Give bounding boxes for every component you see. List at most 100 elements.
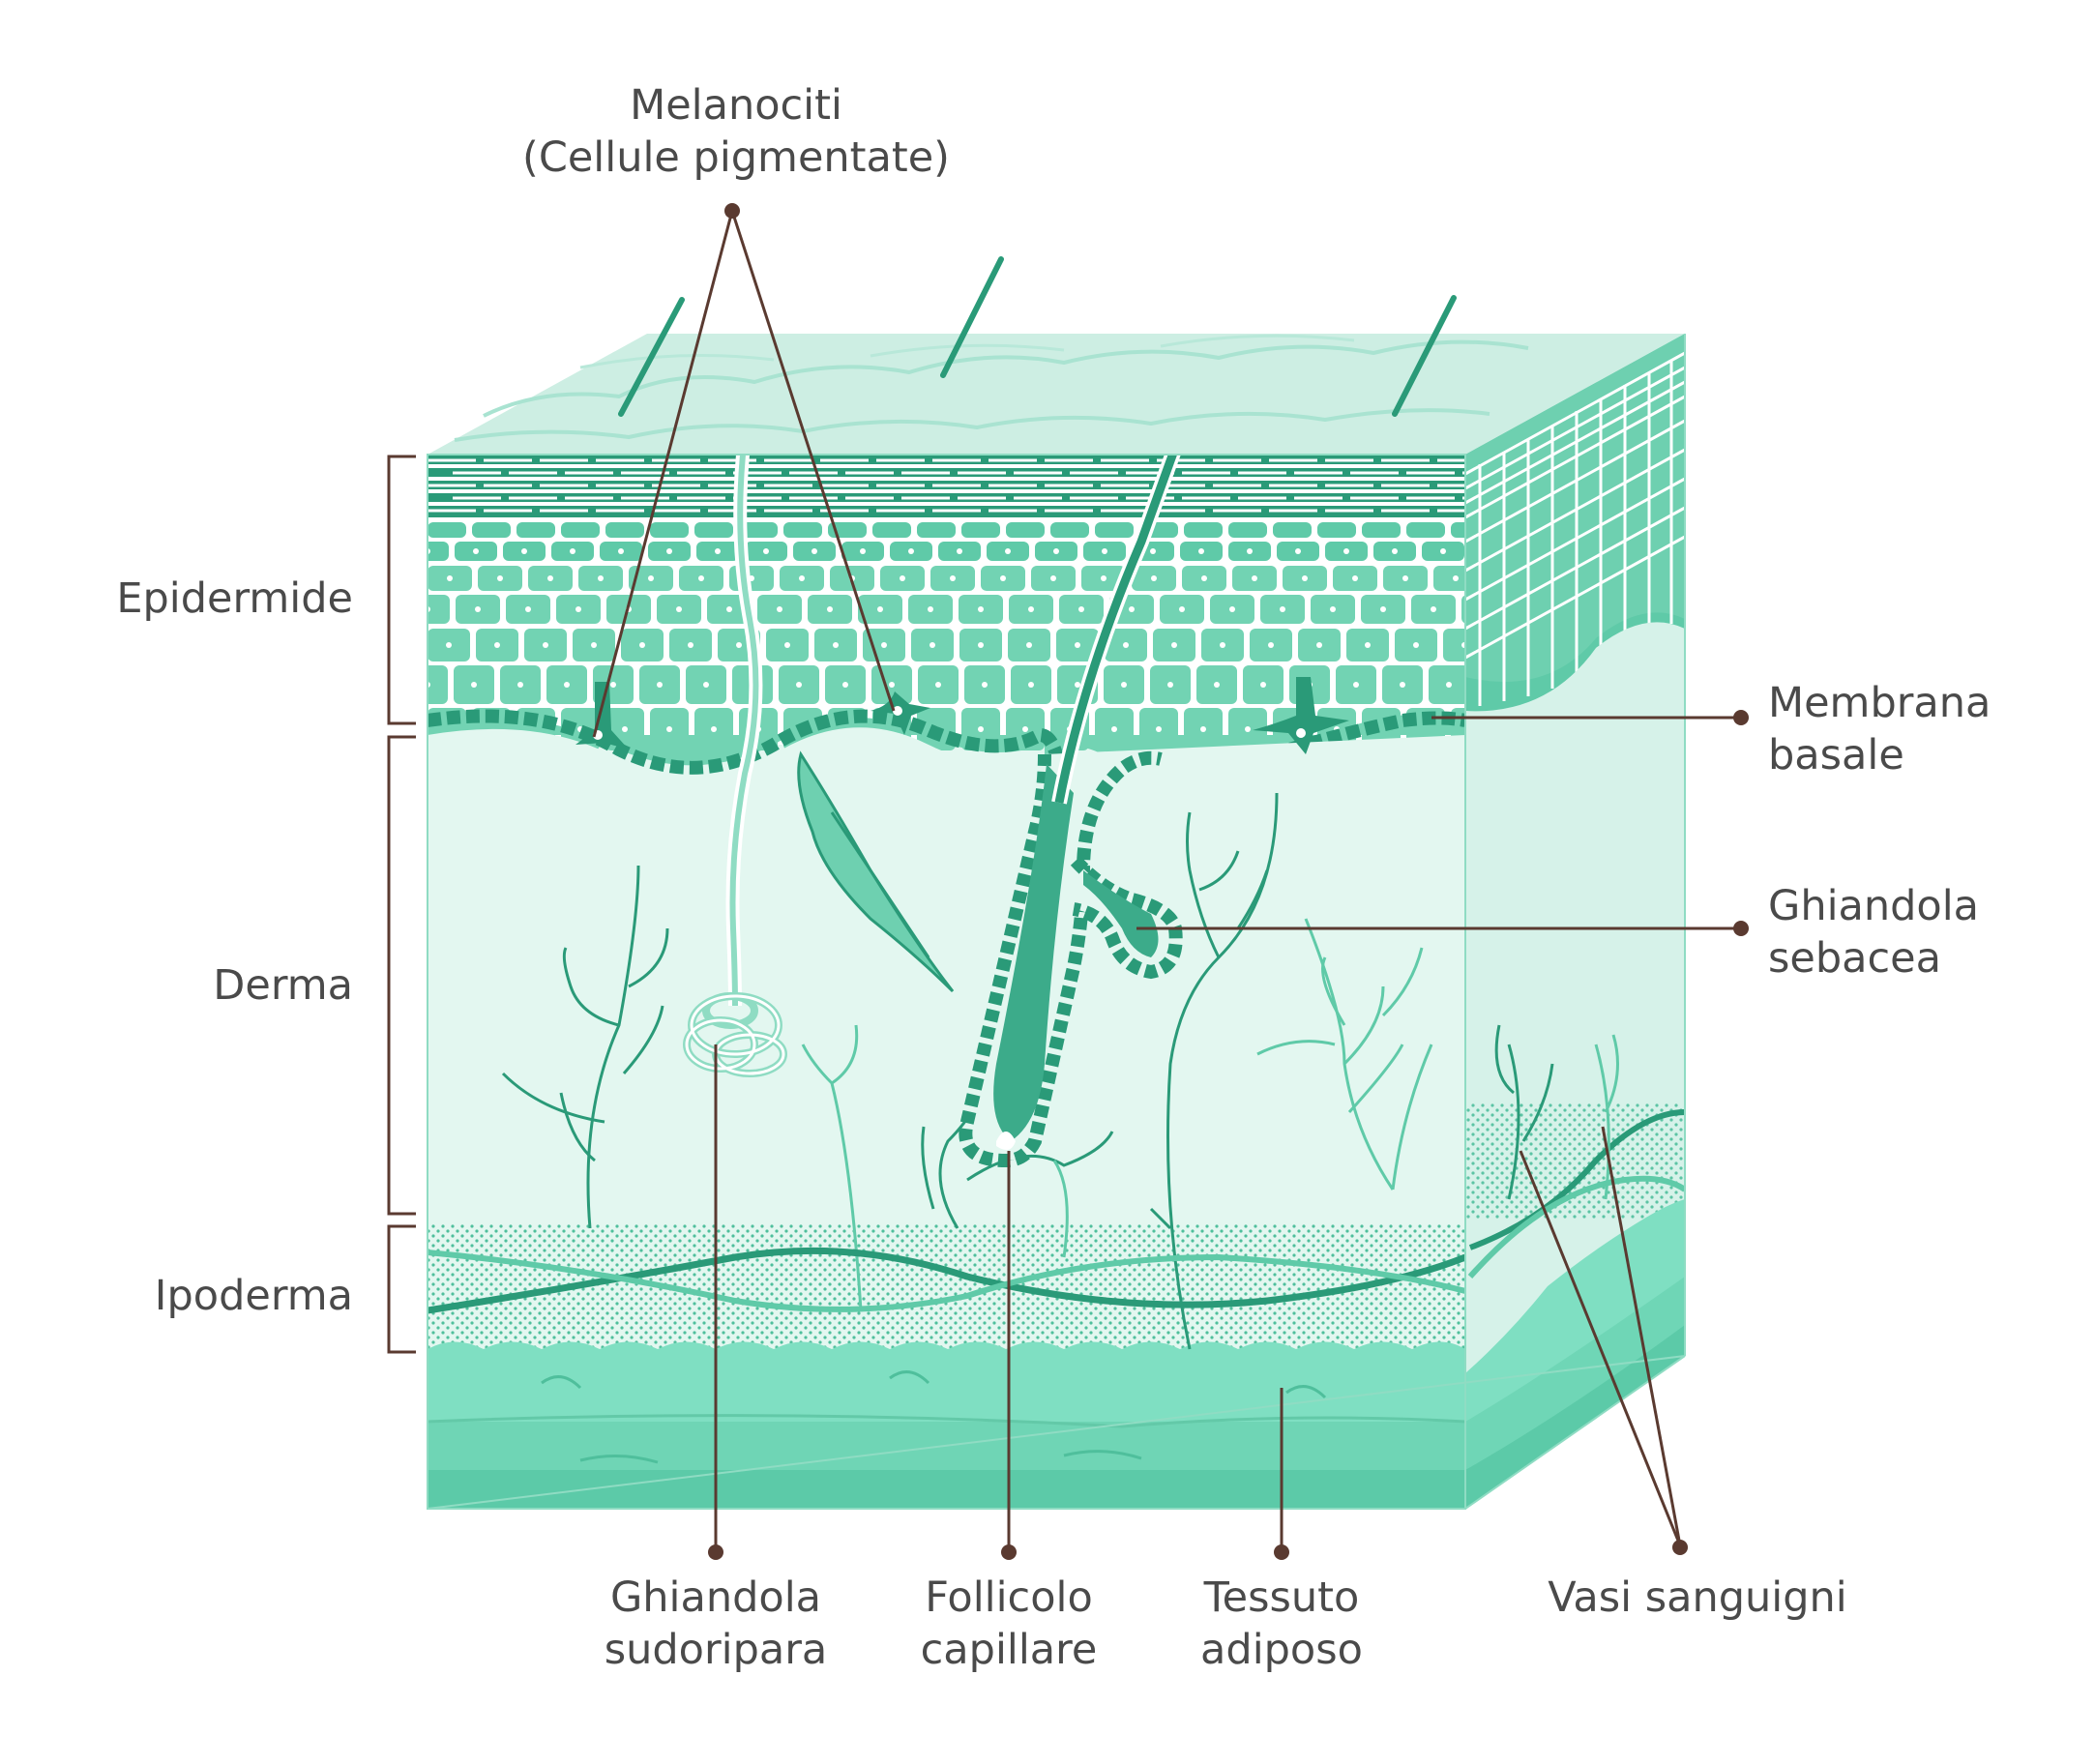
cell-nucleus — [1102, 548, 1107, 554]
keratinocyte-cell — [1362, 522, 1401, 538]
cell-nucleus — [473, 548, 479, 554]
cell-nucleus — [676, 606, 682, 612]
label-hair-follicle: Follicolo capillare — [921, 1572, 1098, 1676]
cell-nucleus — [1201, 575, 1207, 581]
cell-nucleus — [1151, 575, 1157, 581]
label-blood-vessels: Vasi sanguigni — [1548, 1572, 1846, 1624]
label-adipose-tissue: Tessuto adiposo — [1200, 1572, 1363, 1676]
cell-nucleus — [860, 548, 866, 554]
cell-nucleus — [1302, 575, 1308, 581]
label-melanocytes-line1: Melanociti — [522, 79, 950, 132]
cell-nucleus — [475, 606, 481, 612]
cell-nucleus — [784, 642, 790, 648]
cell-nucleus — [827, 606, 833, 612]
cell-nucleus — [521, 548, 527, 554]
cell-nucleus — [547, 575, 553, 581]
keratinocyte-cell — [1228, 522, 1267, 538]
cell-nucleus — [688, 642, 693, 648]
cell-nucleus — [1268, 642, 1274, 648]
label-basement-membrane: Membrana basale — [1768, 677, 1991, 781]
cell-nucleus — [639, 642, 645, 648]
bracket-hypodermis — [389, 1226, 416, 1352]
cell-nucleus — [1200, 726, 1206, 732]
cell-nucleus — [1220, 642, 1225, 648]
cell-nucleus — [494, 642, 500, 648]
cell-nucleus — [1343, 548, 1349, 554]
keratinocyte-cell — [1317, 522, 1356, 538]
cell-nucleus — [666, 726, 672, 732]
cell-nucleus — [1316, 642, 1322, 648]
cell-nucleus — [1330, 606, 1336, 612]
cell-nucleus — [1453, 575, 1459, 581]
front-face — [405, 290, 1509, 1509]
cell-nucleus — [881, 642, 887, 648]
keratinocyte-cell — [783, 522, 822, 538]
cell-nucleus — [610, 682, 616, 688]
cell-nucleus — [1198, 548, 1204, 554]
cell-nucleus — [1075, 642, 1080, 648]
cell-nucleus — [950, 575, 956, 581]
cell-nucleus — [575, 606, 581, 612]
cell-nucleus — [1111, 726, 1117, 732]
cell-nucleus — [796, 682, 802, 688]
label-melanocytes-line2: (Cellule pigmentate) — [522, 132, 950, 184]
cell-nucleus — [1028, 606, 1034, 612]
cell-nucleus — [928, 606, 933, 612]
stratum-corneum — [428, 455, 1465, 517]
keratinocyte-cell — [1406, 522, 1445, 538]
label-sweat-gland-line2: sudoripara — [605, 1624, 828, 1676]
keratinocyte-cell — [428, 522, 466, 538]
label-basement-membrane-line2: basale — [1768, 729, 1991, 781]
label-epidermis-text: Epidermide — [116, 573, 353, 625]
cell-nucleus — [1260, 682, 1266, 688]
cell-nucleus — [564, 682, 570, 688]
keratinocyte-cell — [917, 522, 956, 538]
cell-nucleus — [618, 548, 624, 554]
cell-nucleus — [543, 642, 548, 648]
cell-nucleus — [1050, 575, 1056, 581]
cell-nucleus — [1129, 606, 1135, 612]
cell-nucleus — [471, 682, 477, 688]
label-hair-follicle-line1: Follicolo — [921, 1572, 1098, 1624]
dermis-fill-under-membrane — [428, 727, 1465, 1228]
keratinocyte-cell — [516, 522, 555, 538]
cell-nucleus — [1446, 682, 1452, 688]
label-hypodermis: Ipoderma — [155, 1270, 353, 1322]
cell-nucleus — [1150, 548, 1156, 554]
cell-nucleus — [1123, 642, 1129, 648]
cell-nucleus — [1121, 682, 1127, 688]
label-hypodermis-text: Ipoderma — [155, 1270, 353, 1322]
cell-nucleus — [1028, 682, 1034, 688]
cell-nucleus — [1440, 548, 1446, 554]
cell-nucleus — [447, 575, 453, 581]
cell-nucleus — [1352, 575, 1358, 581]
cell-nucleus — [833, 642, 839, 648]
cell-nucleus — [763, 548, 769, 554]
cell-nucleus — [1022, 726, 1028, 732]
cell-nucleus — [666, 548, 672, 554]
cell-nucleus — [1214, 682, 1220, 688]
bracket-dermis — [389, 737, 416, 1214]
cell-nucleus — [1000, 575, 1006, 581]
cell-nucleus — [1353, 682, 1359, 688]
cell-nucleus — [1365, 642, 1371, 648]
keratinocyte-cell — [1050, 522, 1089, 538]
cell-nucleus — [591, 642, 597, 648]
keratinocyte-cell — [1273, 522, 1312, 538]
label-sebaceous-gland-line2: sebacea — [1768, 932, 1979, 985]
cell-nucleus — [1431, 606, 1436, 612]
cell-nucleus — [908, 548, 914, 554]
cell-nucleus — [711, 726, 717, 732]
cell-nucleus — [657, 682, 663, 688]
cell-nucleus — [777, 606, 782, 612]
cell-nucleus — [811, 548, 817, 554]
cell-nucleus — [698, 575, 704, 581]
cell-nucleus — [900, 575, 905, 581]
cell-nucleus — [842, 682, 848, 688]
cell-nucleus — [935, 682, 941, 688]
cell-nucleus — [736, 642, 742, 648]
cell-nucleus — [957, 548, 962, 554]
label-melanocytes: Melanociti (Cellule pigmentate) — [522, 79, 950, 184]
cell-nucleus — [929, 642, 935, 648]
cell-nucleus — [978, 606, 984, 612]
